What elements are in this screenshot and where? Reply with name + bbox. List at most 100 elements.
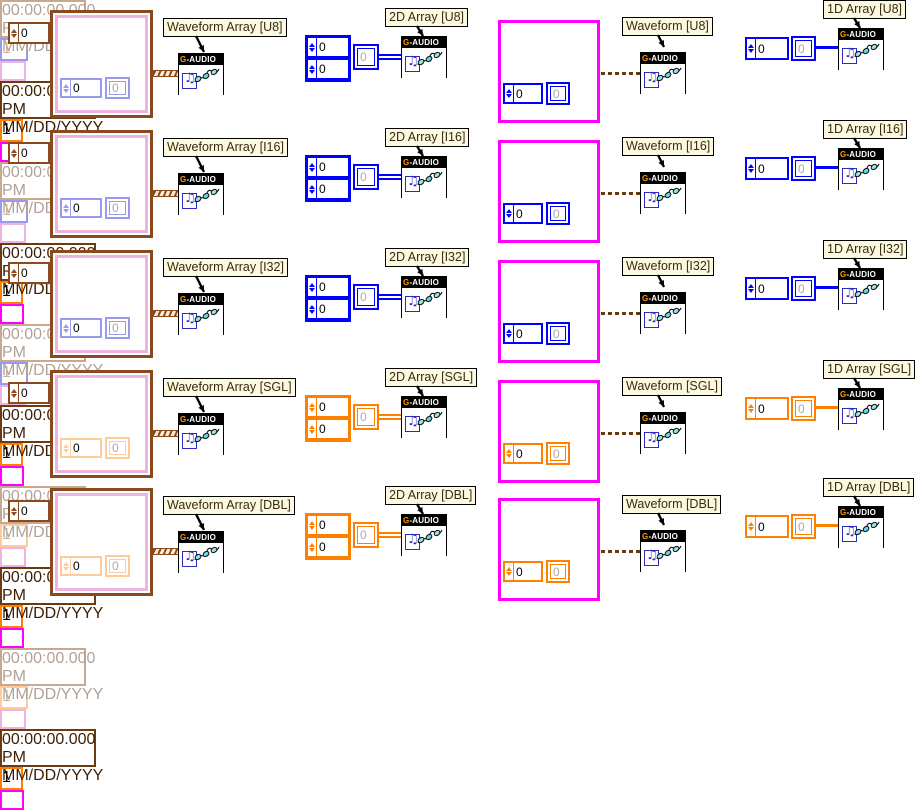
spinner-icon[interactable]	[505, 205, 514, 222]
spinner-down-arrow[interactable]	[506, 454, 512, 458]
dt-field-wf-I32[interactable]: 1	[0, 443, 23, 466]
spinner-down-arrow[interactable]	[748, 527, 754, 531]
spinner-up-arrow[interactable]	[309, 64, 315, 69]
spinner-down-arrow[interactable]	[748, 409, 754, 413]
waveform-y-index-wf-U8[interactable]: 0	[503, 83, 543, 104]
array2d-row-index-I16[interactable]: 0	[306, 156, 350, 178]
g-audio-node-array1d-SGL[interactable]: G-AUDIO	[838, 388, 884, 430]
g-audio-node-waveform-I32[interactable]: G-AUDIO	[640, 292, 686, 334]
spinner-up-arrow[interactable]	[63, 83, 69, 88]
spinner-down-arrow[interactable]	[11, 153, 17, 158]
spinner-down-arrow[interactable]	[11, 273, 17, 278]
spinner-icon[interactable]	[505, 325, 514, 342]
g-audio-node-waveform-array-I32[interactable]: G-AUDIO	[178, 293, 224, 335]
attributes-field-wf-DBL[interactable]	[0, 790, 24, 810]
waveform-array-index-I32[interactable]: 0	[8, 262, 50, 284]
spinner-icon[interactable]	[308, 38, 317, 56]
spinner-icon[interactable]	[505, 563, 514, 580]
spinner-down-arrow[interactable]	[309, 429, 315, 434]
array2d-row-index-I32[interactable]: 0	[306, 276, 350, 298]
spinner-up-arrow[interactable]	[63, 323, 69, 328]
g-audio-node-array1d-I16[interactable]: G-AUDIO	[838, 148, 884, 190]
spinner-icon[interactable]	[308, 158, 317, 176]
waveform-y-index-wf-I16[interactable]: 0	[503, 203, 543, 224]
spinner-icon[interactable]	[10, 264, 19, 282]
g-audio-node-array2d-DBL[interactable]: G-AUDIO	[401, 514, 447, 556]
g-audio-node-array2d-I32[interactable]: G-AUDIO	[401, 276, 447, 318]
waveform-y-element-SGL[interactable]: 0	[105, 437, 130, 459]
spinner-icon[interactable]	[10, 144, 19, 162]
waveform-y-index-SGL[interactable]: 0	[60, 438, 102, 458]
waveform-y-index-U8[interactable]: 0	[60, 78, 102, 98]
spinner-icon[interactable]	[747, 39, 756, 58]
attributes-field-I16[interactable]	[0, 223, 26, 243]
spinner-up-arrow[interactable]	[506, 209, 512, 213]
spinner-down-arrow[interactable]	[309, 189, 315, 194]
spinner-icon[interactable]	[10, 24, 19, 42]
spinner-down-arrow[interactable]	[309, 69, 315, 74]
array1d-element-I16[interactable]: 0	[791, 156, 816, 181]
spinner-down-arrow[interactable]	[11, 511, 17, 516]
waveform-cluster-I32[interactable]	[55, 255, 148, 353]
spinner-down-arrow[interactable]	[309, 525, 315, 530]
waveform-cluster-U8[interactable]	[498, 20, 600, 123]
spinner-icon[interactable]	[308, 60, 317, 78]
spinner-down-arrow[interactable]	[63, 328, 69, 333]
array2d-row-index-DBL[interactable]: 0	[306, 514, 350, 536]
spinner-down-arrow[interactable]	[11, 393, 17, 398]
spinner-icon[interactable]	[62, 80, 71, 96]
g-audio-node-waveform-I16[interactable]: G-AUDIO	[640, 172, 686, 214]
waveform-y-index-DBL[interactable]: 0	[60, 556, 102, 576]
g-audio-node-array2d-SGL[interactable]: G-AUDIO	[401, 396, 447, 438]
attributes-field-wf-SGL[interactable]	[0, 628, 24, 648]
spinner-up-arrow[interactable]	[11, 506, 17, 511]
array1d-index-U8[interactable]: 0	[745, 37, 789, 60]
spinner-up-arrow[interactable]	[309, 402, 315, 407]
spinner-icon[interactable]	[308, 300, 317, 318]
g-audio-node-waveform-U8[interactable]: G-AUDIO	[640, 52, 686, 94]
spinner-up-arrow[interactable]	[309, 520, 315, 525]
spinner-up-arrow[interactable]	[309, 304, 315, 309]
waveform-y-element-wf-I32[interactable]: 0	[546, 322, 570, 345]
array1d-index-SGL[interactable]: 0	[745, 397, 789, 420]
spinner-up-arrow[interactable]	[11, 28, 17, 33]
spinner-down-arrow[interactable]	[748, 289, 754, 293]
spinner-icon[interactable]	[62, 200, 71, 216]
spinner-down-arrow[interactable]	[63, 448, 69, 453]
spinner-down-arrow[interactable]	[309, 547, 315, 552]
waveform-y-index-wf-I32[interactable]: 0	[503, 323, 543, 344]
spinner-up-arrow[interactable]	[11, 388, 17, 393]
spinner-up-arrow[interactable]	[506, 329, 512, 333]
spinner-down-arrow[interactable]	[309, 47, 315, 52]
waveform-y-index-wf-SGL[interactable]: 0	[503, 443, 543, 464]
attributes-field-wf-I16[interactable]	[0, 304, 24, 324]
waveform-array-index-U8[interactable]: 0	[8, 22, 50, 44]
spinner-icon[interactable]	[62, 440, 71, 456]
spinner-up-arrow[interactable]	[748, 44, 754, 48]
spinner-down-arrow[interactable]	[748, 49, 754, 53]
array2d-col-index-DBL[interactable]: 0	[306, 536, 350, 558]
g-audio-node-array1d-DBL[interactable]: G-AUDIO	[838, 506, 884, 548]
waveform-y-element-I32[interactable]: 0	[105, 317, 130, 339]
spinner-down-arrow[interactable]	[63, 88, 69, 93]
attributes-field-U8[interactable]	[0, 61, 26, 81]
spinner-icon[interactable]	[505, 445, 514, 462]
spinner-down-arrow[interactable]	[63, 208, 69, 213]
spinner-icon[interactable]	[62, 320, 71, 336]
spinner-up-arrow[interactable]	[506, 449, 512, 453]
array2d-col-index-I16[interactable]: 0	[306, 178, 350, 200]
spinner-up-arrow[interactable]	[309, 184, 315, 189]
g-audio-node-array2d-I16[interactable]: G-AUDIO	[401, 156, 447, 198]
attributes-field-wf-I32[interactable]	[0, 466, 24, 486]
waveform-y-element-DBL[interactable]: 0	[105, 555, 130, 577]
spinner-up-arrow[interactable]	[309, 42, 315, 47]
array2d-col-index-I32[interactable]: 0	[306, 298, 350, 320]
spinner-icon[interactable]	[308, 538, 317, 556]
spinner-up-arrow[interactable]	[748, 164, 754, 168]
spinner-up-arrow[interactable]	[11, 148, 17, 153]
array2d-element-I32[interactable]: 0	[353, 284, 379, 310]
waveform-cluster-DBL[interactable]	[498, 498, 600, 601]
spinner-down-arrow[interactable]	[506, 572, 512, 576]
waveform-cluster-I16[interactable]	[498, 140, 600, 243]
